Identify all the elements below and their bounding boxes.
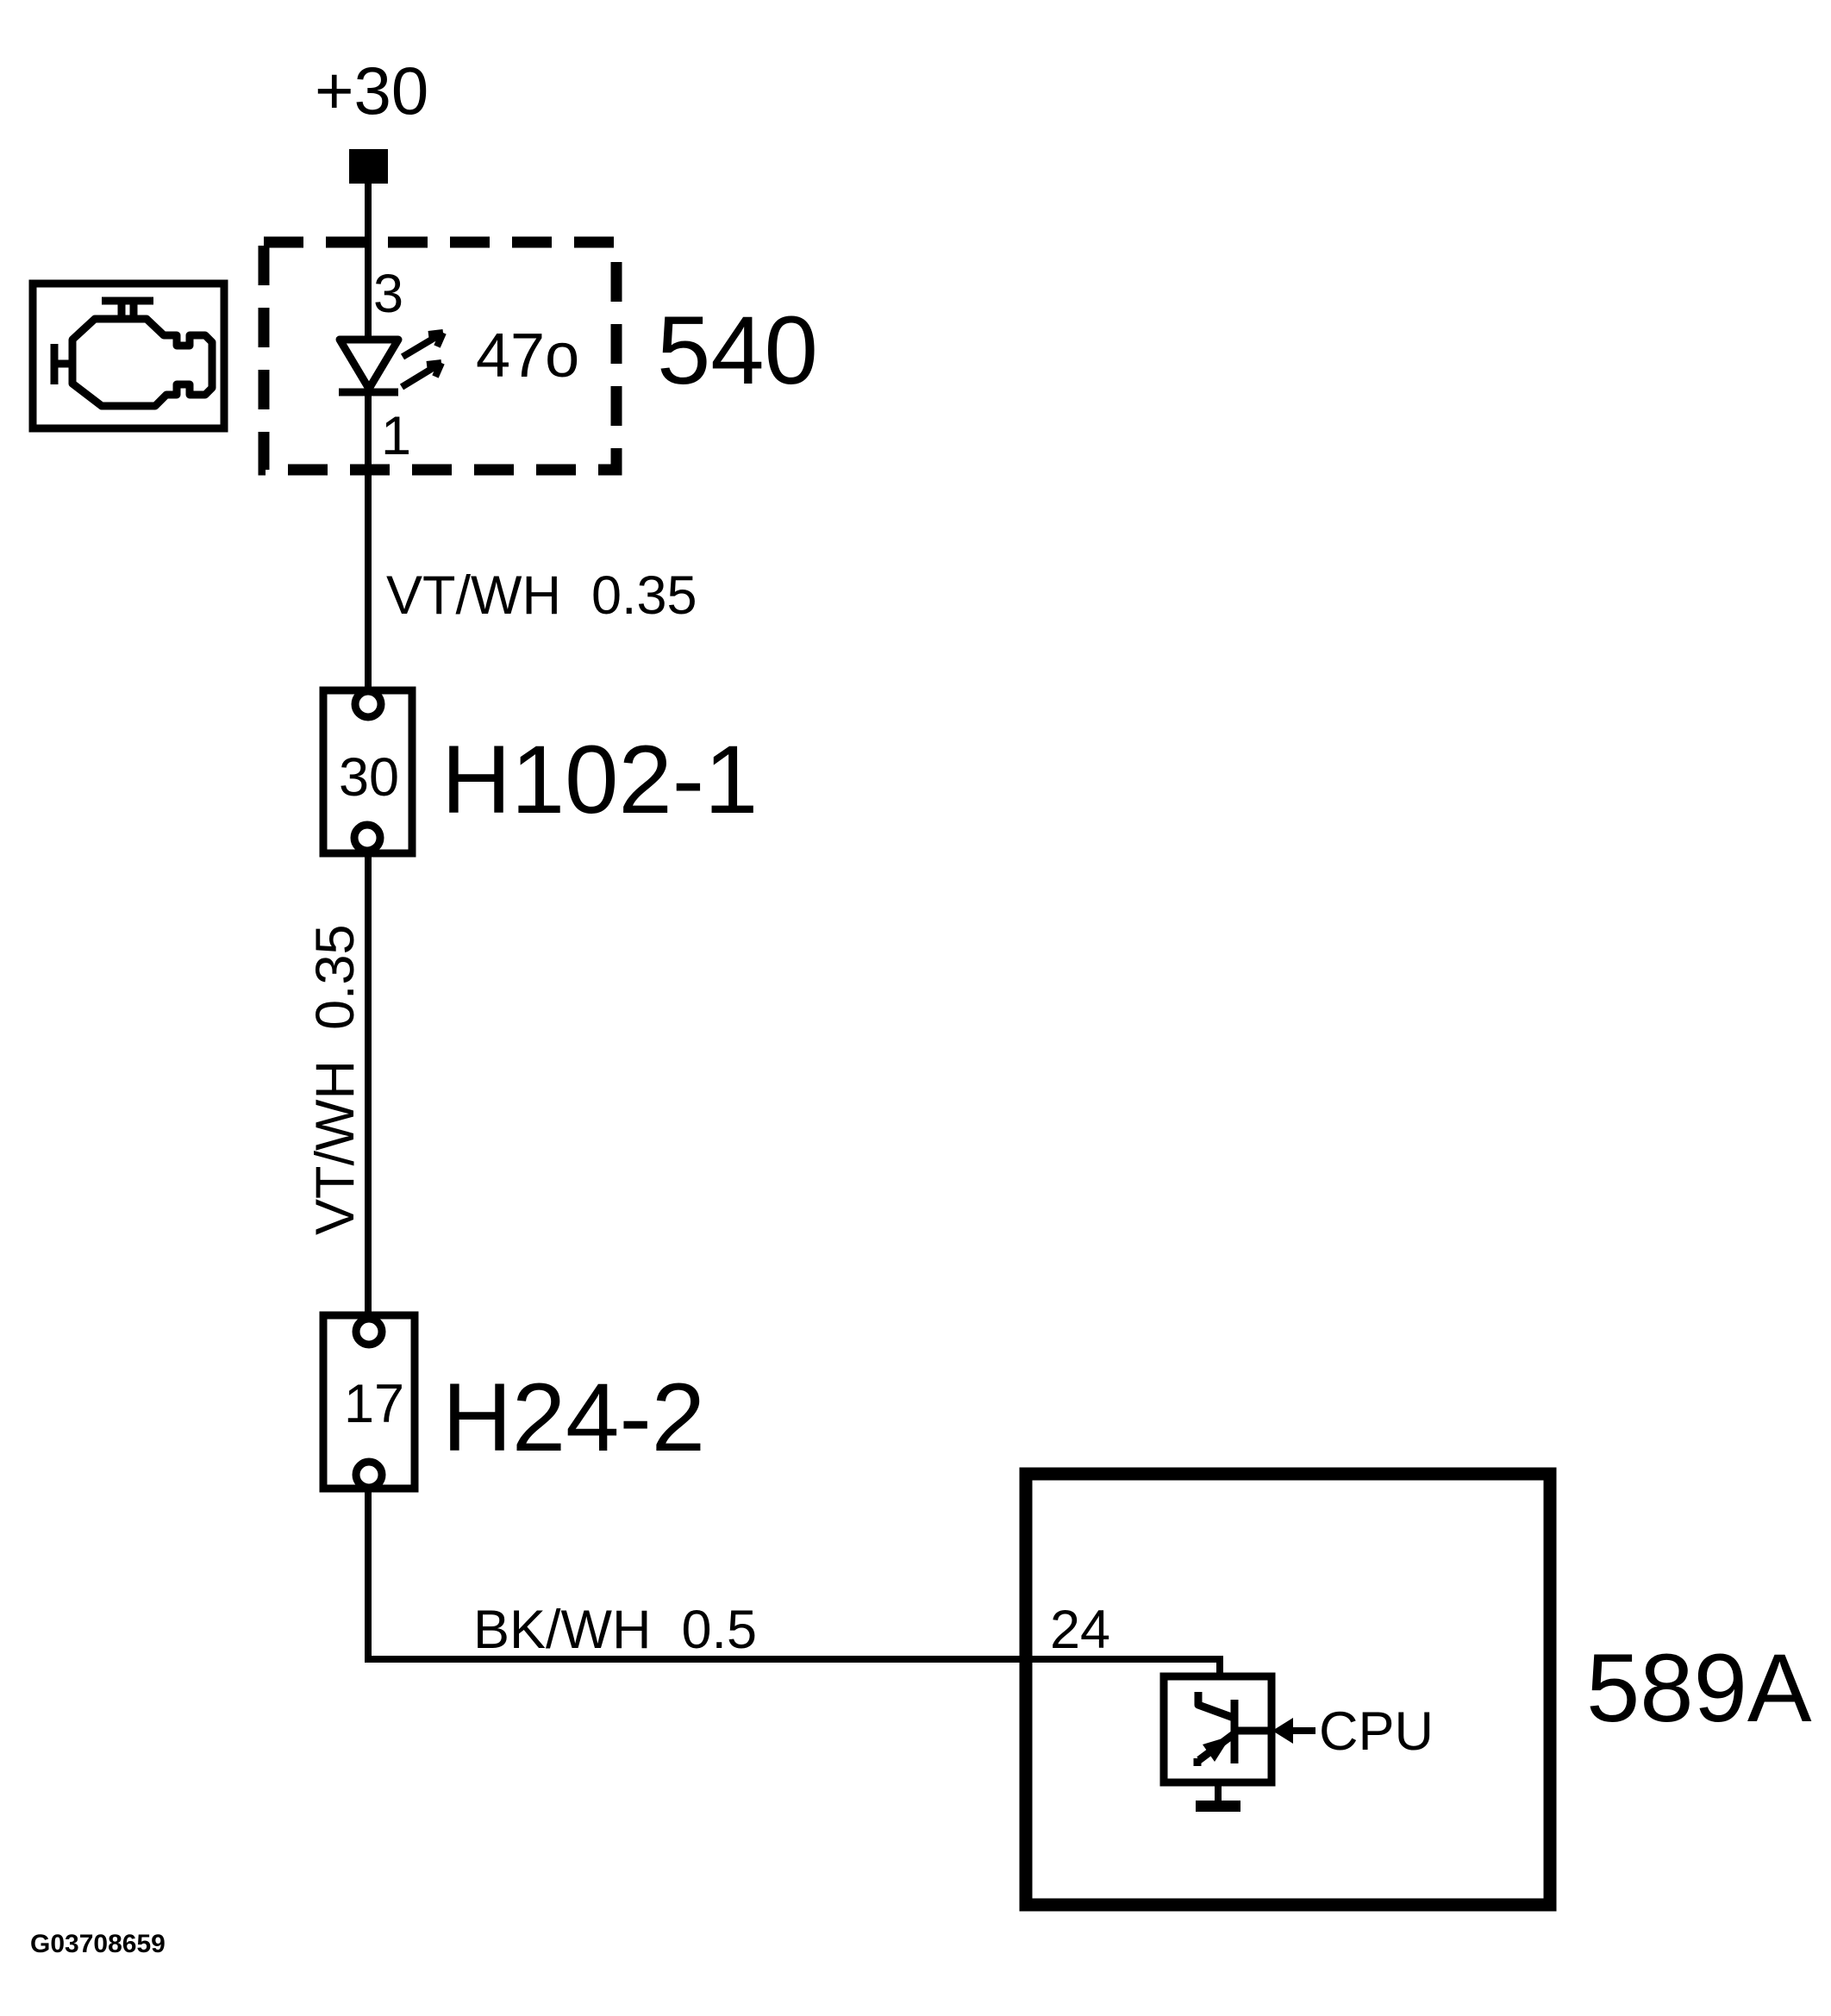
light-arrow-lower xyxy=(399,359,445,390)
ecu-unit: 24 CPU xyxy=(1019,1467,1557,1912)
wire-label-middle: VT/WH 0.35 xyxy=(305,924,366,1235)
bulb-label: 47o xyxy=(476,321,579,390)
warning-lamp-unit: 3 47o 1 540 xyxy=(258,236,818,476)
wire-label-bottom: BK/WH 0.5 xyxy=(473,1600,757,1660)
connector-h102-1-top-terminal xyxy=(351,687,385,721)
connector-h24-2-pin-label: 17 xyxy=(344,1374,404,1434)
power-feed-label: +30 xyxy=(315,53,428,128)
lamp-unit-id-label: 540 xyxy=(657,296,818,404)
ecu-pin-label: 24 xyxy=(1050,1600,1110,1660)
connector-h24-2-top-terminal xyxy=(352,1314,386,1349)
power-terminal-square xyxy=(349,149,388,184)
figure-id-label: G03708659 xyxy=(30,1930,166,1958)
lamp-pin-in-label: 3 xyxy=(373,264,403,324)
connector-h102-1-pin-label: 30 xyxy=(339,747,399,808)
lamp-unit-dashed-border xyxy=(258,236,622,476)
ground-symbol xyxy=(1196,1782,1240,1812)
connector-h102-1-id-label: H102-1 xyxy=(441,726,758,833)
cpu-control: CPU xyxy=(1272,1701,1434,1762)
engine-icon xyxy=(28,279,228,433)
connector-h102-1: 30 H102-1 xyxy=(319,686,758,858)
wire-h24-to-ecu xyxy=(365,1489,1223,1680)
light-arrow-upper xyxy=(400,329,447,360)
ecu-id-label: 589A xyxy=(1586,1634,1812,1742)
cpu-label: CPU xyxy=(1319,1701,1434,1762)
transistor-collector-lead xyxy=(1194,1692,1235,1722)
transistor-driver-symbol xyxy=(1159,1672,1276,1787)
transistor-emitter-arrowhead xyxy=(1203,1736,1231,1762)
wire-label-top: VT/WH 0.35 xyxy=(386,565,697,626)
lamp-pin-out-label: 1 xyxy=(381,406,411,466)
connector-h24-2-bottom-terminal xyxy=(352,1457,386,1492)
connector-h24-2: 17 H24-2 xyxy=(319,1311,705,1493)
cpu-arrowhead xyxy=(1272,1718,1293,1744)
connector-h24-2-id-label: H24-2 xyxy=(442,1364,705,1471)
ecu-box-border xyxy=(1019,1467,1557,1912)
connector-h102-1-bottom-terminal xyxy=(350,821,384,855)
led-symbol xyxy=(335,329,447,396)
